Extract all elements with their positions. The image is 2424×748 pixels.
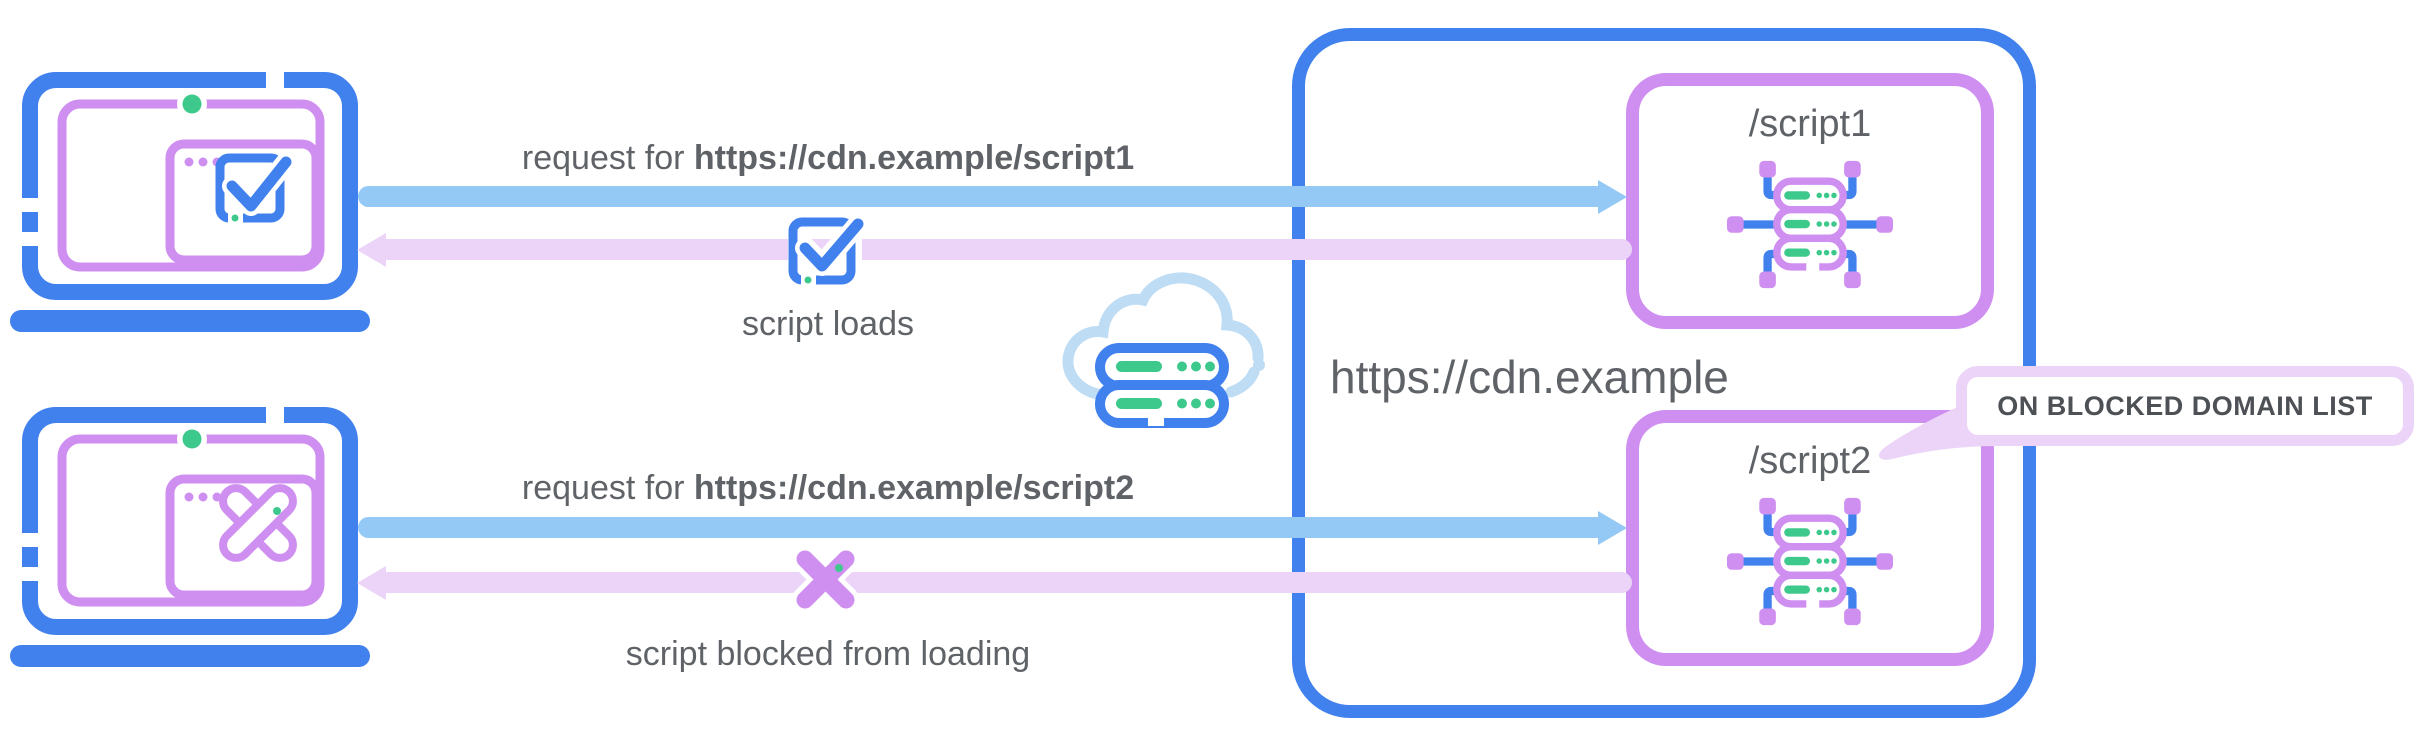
checkbox-check-icon (788, 211, 869, 291)
green-dot (182, 429, 202, 449)
script2-title: /script2 (1748, 440, 1872, 482)
laptop-check-icon (10, 72, 370, 332)
script2-box: /script2 (1626, 410, 1994, 666)
cross-icon (219, 484, 297, 562)
script1-box: /script1 (1626, 73, 1994, 329)
request-arrow-script2 (358, 510, 1627, 545)
server-cluster-icon (1727, 497, 1893, 626)
request-label-script2: request for https://cdn.example/script2 (428, 470, 1228, 506)
request-prefix: request for (521, 469, 694, 507)
cloud-servers-icon (1062, 272, 1265, 428)
request-arrow-script1 (358, 179, 1627, 214)
result-label-script1: script loads (742, 305, 914, 343)
server-cluster-icon (1727, 160, 1893, 289)
script1-title: /script1 (1748, 103, 1872, 145)
result-label-script2: script blocked from loading (625, 635, 1031, 673)
cdn-label: https://cdn.example (1330, 351, 1729, 403)
cross-icon (791, 545, 860, 614)
request-url: https://cdn.example/script2 (693, 469, 1135, 507)
response-arrow-script1 (357, 232, 1632, 267)
request-label-script1: request for https://cdn.example/script1 (428, 140, 1228, 176)
request-url: https://cdn.example/script1 (693, 139, 1135, 177)
green-dot (182, 94, 202, 114)
request-prefix: request for (521, 139, 694, 177)
blocked-callout: ON BLOCKED DOMAIN LIST (1956, 366, 2414, 446)
checkbox-check-icon (215, 152, 296, 224)
laptop-cross-icon (10, 407, 370, 667)
blocked-callout-label: ON BLOCKED DOMAIN LIST (1997, 390, 2373, 421)
response-arrow-script2 (357, 565, 1632, 600)
